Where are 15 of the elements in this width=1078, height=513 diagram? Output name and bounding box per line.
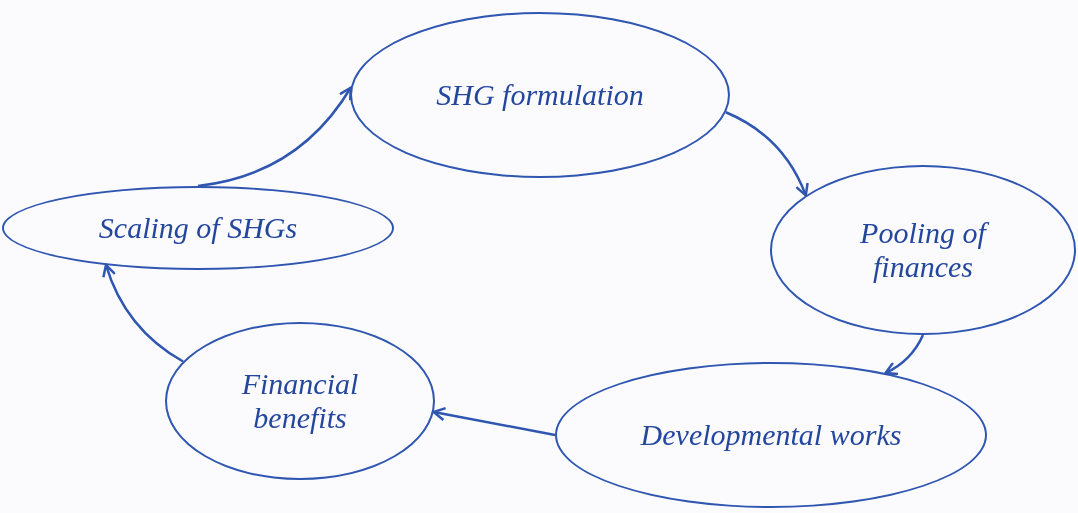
process-ellipse [555, 362, 987, 508]
process-ellipse [2, 186, 394, 270]
arrow [197, 86, 352, 188]
process-ellipse [770, 165, 1076, 335]
arrow [884, 334, 925, 375]
arrow [432, 406, 556, 437]
node-label: Scaling of SHGs [98, 210, 298, 246]
node-label: Pooling of finances [812, 215, 1034, 285]
node-label: Developmental works [640, 417, 902, 453]
process-ellipse [165, 322, 435, 480]
process-ellipse [350, 12, 730, 178]
node-label: SHG formulation [436, 77, 644, 113]
arrow [725, 111, 809, 197]
arrow [102, 263, 184, 363]
node-label: Financial benefits [240, 366, 360, 436]
